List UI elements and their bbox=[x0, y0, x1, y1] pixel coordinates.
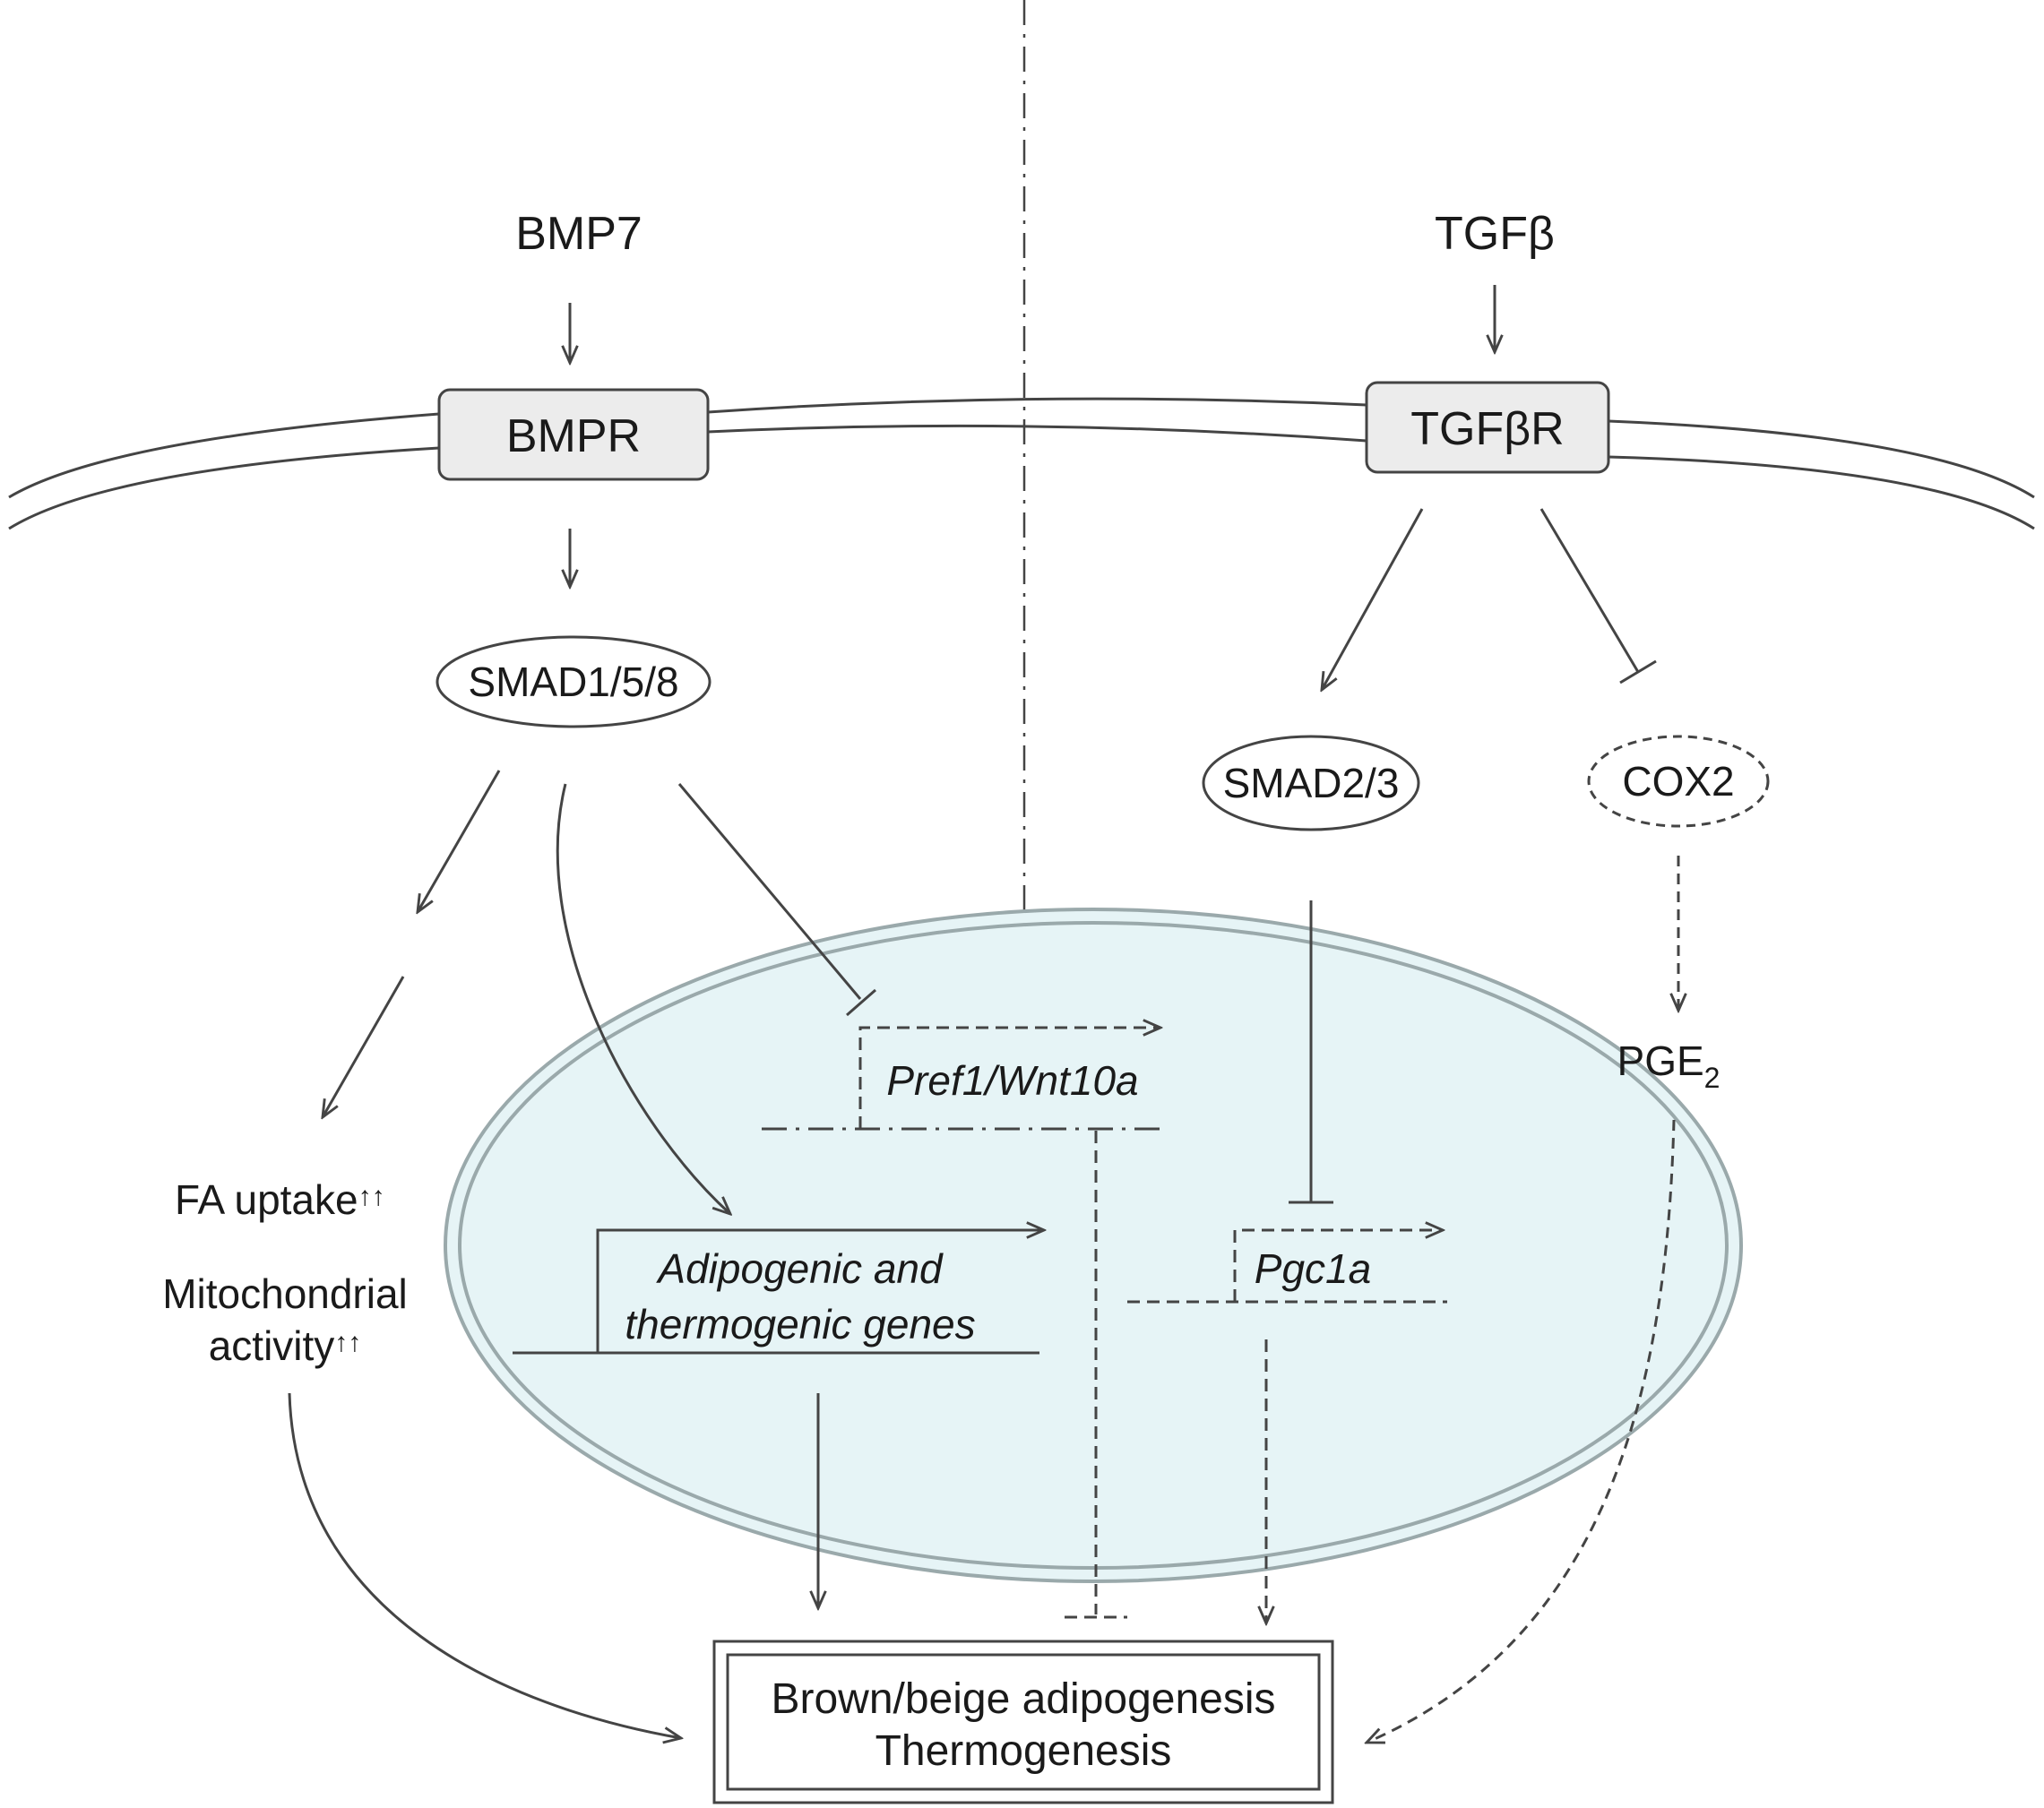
receptor-bmpr-label: BMPR bbox=[506, 410, 641, 462]
gene-pref1-wnt10a: Pref1/Wnt10a bbox=[762, 1028, 1165, 1131]
outcome-line1: Brown/beige adipogenesis bbox=[771, 1675, 1275, 1723]
node-cox2-label: COX2 bbox=[1622, 758, 1734, 805]
effect-fa-uptake: FA uptake↑↑ bbox=[175, 1176, 385, 1223]
inhibit-bar-pref1 bbox=[846, 988, 876, 1017]
cell-membrane bbox=[8, 397, 2035, 530]
nucleus bbox=[444, 908, 1743, 1583]
effect-mito-line1: Mitochondrial bbox=[162, 1270, 408, 1317]
inhibit-smad158-pref1 bbox=[677, 783, 862, 1000]
gene-adipogenic: Adipogenic and thermogenic genes bbox=[513, 1230, 1044, 1355]
effect-fa-uptake-label: FA uptake bbox=[175, 1176, 358, 1223]
receptor-tgfbr: TGFβR bbox=[1365, 381, 1610, 474]
gene-pref1-label: Pref1/Wnt10a bbox=[886, 1057, 1138, 1104]
svg-text:activity↑↑: activity↑↑ bbox=[209, 1322, 362, 1369]
ligand-tgfb: TGFβ bbox=[1435, 208, 1555, 260]
effect-mito-activity: Mitochondrial activity↑↑ bbox=[162, 1270, 408, 1369]
receptor-tgfbr-label: TGFβR bbox=[1410, 403, 1564, 455]
arrow-mito-outcome bbox=[288, 1392, 681, 1738]
inhibit-bar-cox2 bbox=[1619, 659, 1657, 684]
arrow-smad158-effect-a bbox=[418, 770, 501, 912]
receptor-bmpr: BMPR bbox=[437, 388, 710, 481]
arrow-smad158-effect-b bbox=[323, 976, 405, 1117]
node-smad23: SMAD2/3 bbox=[1202, 735, 1420, 831]
svg-text:FA uptake↑↑: FA uptake↑↑ bbox=[175, 1176, 385, 1223]
gene-adipo-line2: thermogenic genes bbox=[625, 1301, 975, 1347]
node-pge2-label: PGE bbox=[1617, 1037, 1704, 1084]
arrow-tgfbr-smad23 bbox=[1322, 508, 1424, 690]
inhibit-tgfbr-cox2 bbox=[1539, 508, 1640, 673]
gene-pgc1a-label: Pgc1a bbox=[1255, 1245, 1371, 1292]
up-arrows-icon: ↑↑ bbox=[358, 1182, 385, 1211]
gene-pgc1a: Pgc1a bbox=[1127, 1230, 1447, 1304]
ligand-bmp7: BMP7 bbox=[515, 208, 643, 260]
node-pge2-subscript: 2 bbox=[1704, 1062, 1721, 1094]
gene-adipo-line1: Adipogenic and bbox=[655, 1245, 944, 1292]
outcome-line2: Thermogenesis bbox=[875, 1727, 1172, 1775]
up-arrows-icon: ↑↑ bbox=[334, 1328, 361, 1357]
outcome-box: Brown/beige adipogenesis Thermogenesis bbox=[712, 1640, 1334, 1804]
node-smad158-label: SMAD1/5/8 bbox=[468, 659, 678, 705]
node-cox2: COX2 bbox=[1587, 735, 1770, 828]
effect-mito-line2: activity bbox=[209, 1322, 335, 1369]
node-smad158: SMAD1/5/8 bbox=[436, 635, 712, 728]
node-smad23-label: SMAD2/3 bbox=[1223, 760, 1400, 806]
node-pge2: PGE2 bbox=[1617, 1037, 1721, 1094]
arrow-smad158-adipo bbox=[556, 783, 730, 1214]
arrow-pge2-outcome bbox=[1367, 1119, 1676, 1743]
